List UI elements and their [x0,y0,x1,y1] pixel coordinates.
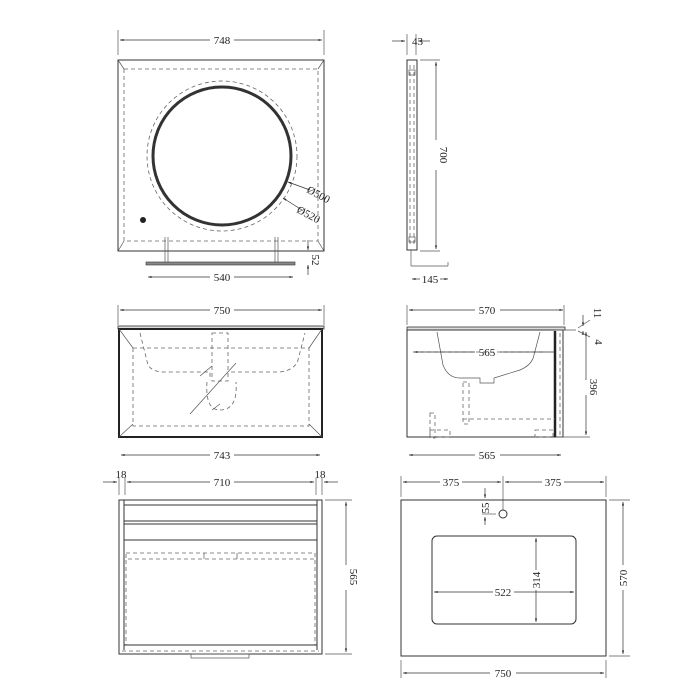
plan-depth-label: 565 [347,569,359,586]
side-body-depth-label: 565 [479,450,496,462]
side-top-depth-label: 570 [479,305,496,317]
bowl-width-label: 522 [495,587,512,599]
basin-width-label: 750 [495,668,512,680]
tap-offset-label: 55 [480,502,492,514]
cabinet-top-width-label: 750 [214,305,231,317]
cabinet-height-label: 396 [587,379,599,396]
cabinet-plan-view [103,478,352,659]
top-thickness-label: 11 [591,308,603,319]
mirror-width-label: 748 [214,35,231,47]
touch-sensor-icon [140,217,146,223]
bowl-depth-label: 314 [531,571,543,588]
basin-top-view [400,476,630,678]
basin-depth-label: 570 [618,569,630,586]
mirror-led-ring [151,85,293,227]
cabinet-front-view [117,305,325,457]
shelf-depth-label: 145 [422,274,439,286]
side-inner-depth-label: 565 [479,347,496,359]
cabinet-body-width-label: 743 [214,450,231,462]
tap-to-right-label: 375 [545,477,562,489]
inner-diameter-label: Ø500 [305,184,333,206]
gap-label: 4 [592,339,604,345]
tap-hole [498,509,508,519]
shelf-width-label: 540 [214,272,231,284]
mirror-height-label: 700 [437,147,449,164]
mirror-depth-label: 43 [412,36,424,48]
shelf-offset-label: 52 [309,255,321,266]
cabinet-side-view [406,305,591,457]
mirror-front-view [117,30,325,279]
inner-width-label: 710 [214,477,231,489]
mirror-side-view [392,34,449,281]
left-side-thickness-label: 18 [116,469,128,481]
right-side-thickness-label: 18 [315,469,327,481]
basin-bowl [431,535,577,625]
mirror-shelf [145,261,296,266]
left-to-tap-label: 375 [443,477,460,489]
